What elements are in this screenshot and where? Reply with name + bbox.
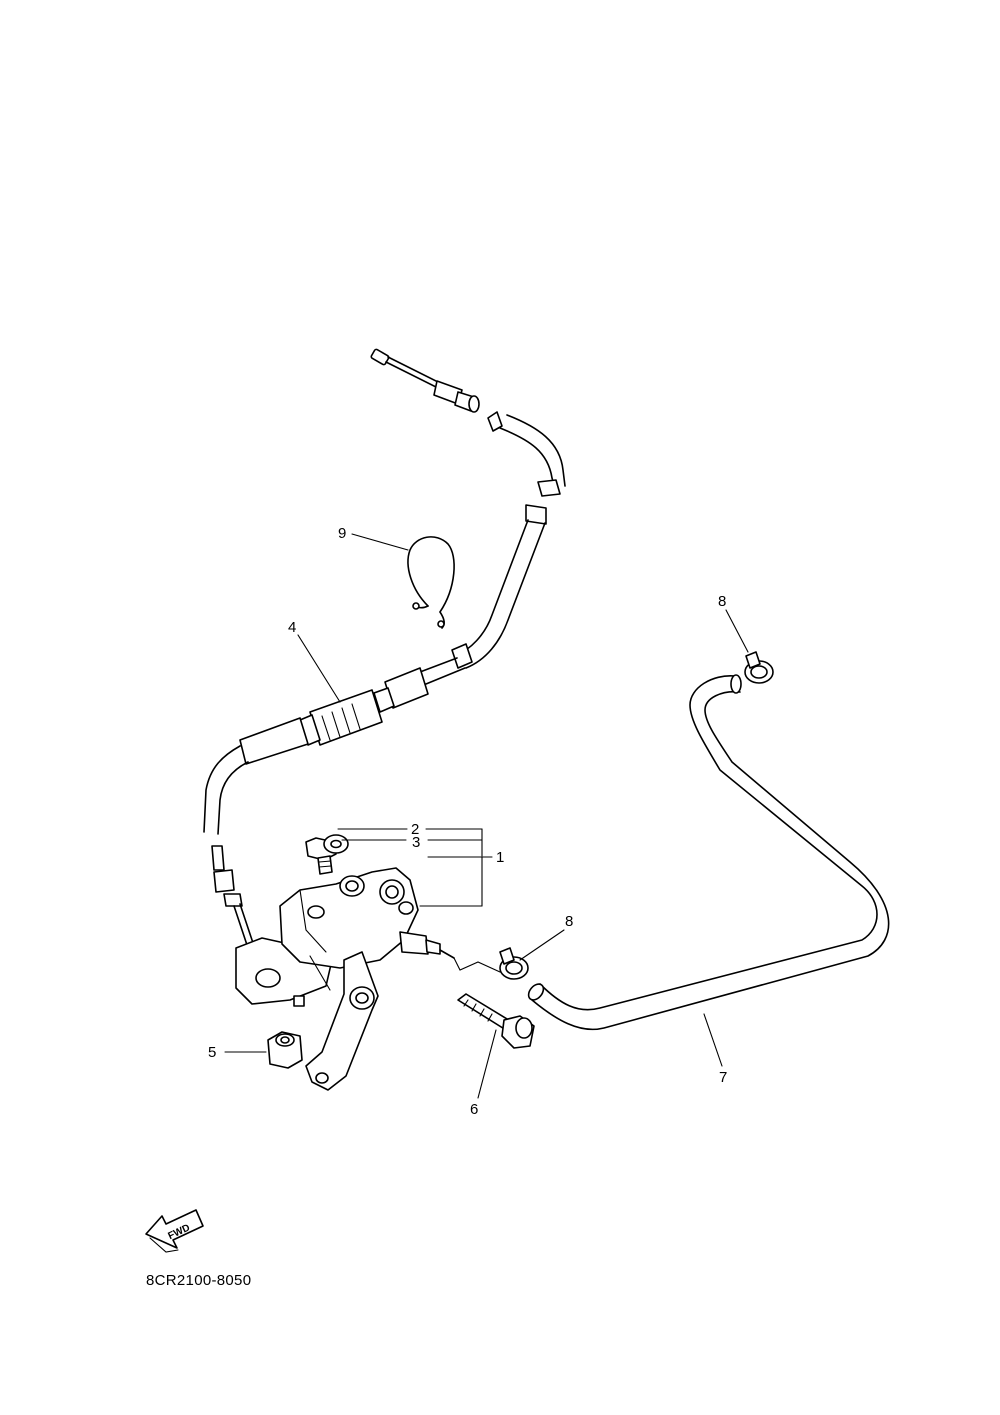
callout-7: 7 (719, 1069, 727, 1086)
hose-clip-8-lower[interactable] (499, 947, 529, 980)
callout-6: 6 (470, 1101, 478, 1118)
callout-4: 4 (288, 619, 296, 636)
callout-8-lower: 8 (565, 913, 573, 930)
nut-5[interactable] (267, 1031, 303, 1069)
callout-8-upper: 8 (718, 593, 726, 610)
fwd-arrow-icon: FWD (145, 1209, 204, 1253)
hose-routing-line (453, 957, 501, 973)
leader-lines (224, 533, 749, 1099)
bolt-6[interactable] (457, 993, 535, 1049)
callout-1: 1 (496, 849, 504, 866)
oil-hose-7[interactable] (526, 674, 890, 1031)
hose-clip-8-upper[interactable] (744, 651, 774, 684)
drawing-number: 8CR2100-8050 (146, 1272, 252, 1289)
callout-9: 9 (338, 525, 346, 542)
washer-3[interactable] (323, 834, 349, 854)
callout-2: 2 (411, 821, 419, 838)
cable-clamp[interactable] (407, 536, 455, 629)
oil-pump-assembly[interactable] (235, 867, 455, 1091)
callout-3: 3 (412, 834, 420, 851)
callout-5: 5 (208, 1044, 216, 1061)
pump-cable[interactable] (203, 348, 566, 968)
